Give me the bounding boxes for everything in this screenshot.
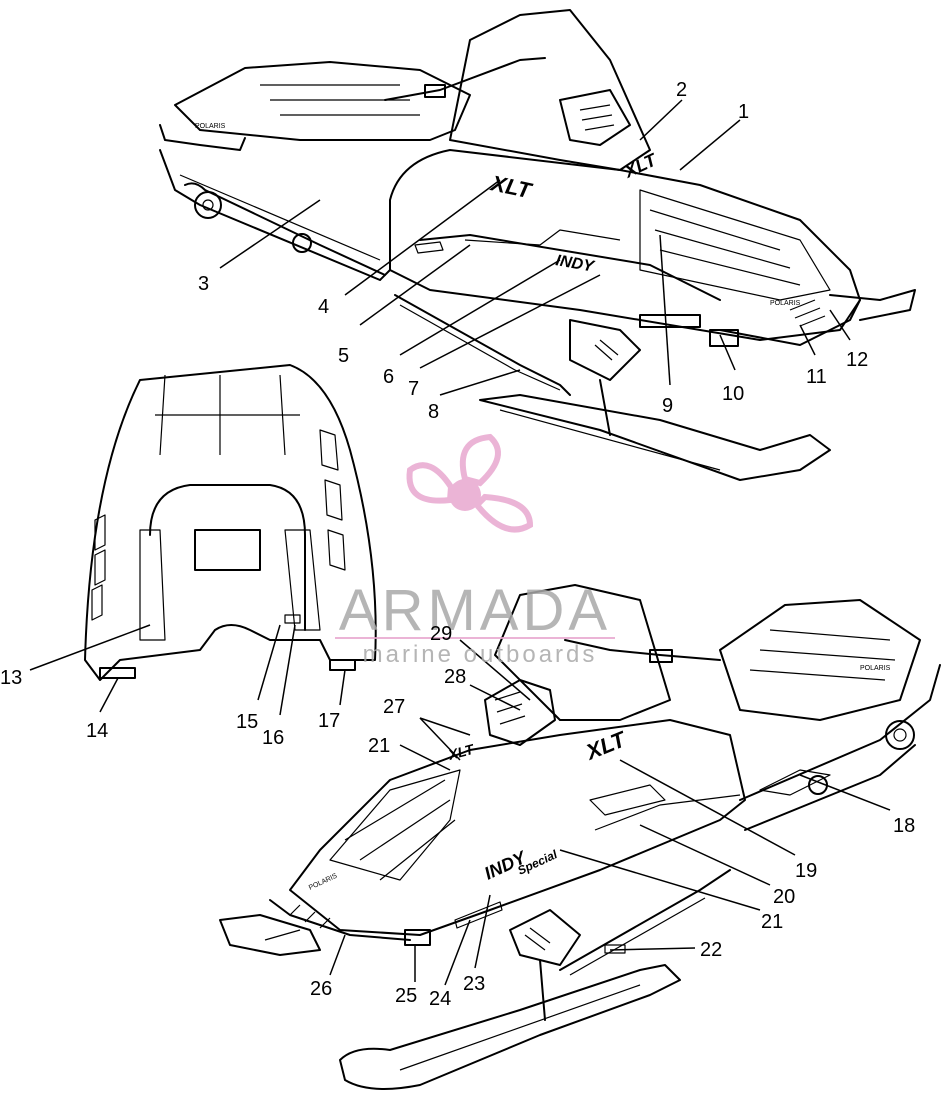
callout-21-side: 21 (761, 911, 783, 933)
callout-22: 22 (700, 939, 722, 961)
callout-9: 9 (662, 395, 673, 417)
callout-11: 11 (806, 366, 827, 388)
callout-29: 29 (430, 623, 452, 645)
callout-23: 23 (463, 973, 485, 995)
hood-underside (84, 364, 377, 681)
callout-20: 20 (773, 886, 795, 908)
watermark-brand: ARMADA (339, 578, 611, 643)
callout-17: 17 (318, 710, 340, 732)
propeller-logo (406, 433, 534, 533)
callout-16: 16 (262, 727, 284, 749)
callout-8: 8 (428, 401, 439, 423)
callout-27: 27 (383, 696, 405, 718)
callout-21-hood: 21 (368, 735, 390, 757)
callout-13: 13 (0, 667, 22, 689)
decal-polaris-top-seat: POLARIS (195, 123, 226, 130)
decal-polaris-bottom-nose: POLARIS (308, 873, 339, 892)
callout-6: 6 (383, 366, 394, 388)
watermark-tagline: marine outboards (363, 641, 598, 668)
snowmobile-top: POLARIS XLT XLT INDY POLARIS (159, 9, 916, 481)
callout-4: 4 (318, 296, 329, 318)
callout-12: 12 (846, 349, 868, 371)
callout-10: 10 (722, 383, 744, 405)
decal-indy-top: INDY (554, 252, 596, 276)
callout-15: 15 (236, 711, 258, 733)
decal-polaris-bottom-seat: POLARIS (860, 665, 891, 672)
callout-5: 5 (338, 345, 349, 367)
callout-26: 26 (310, 978, 332, 1000)
callout-28: 28 (444, 666, 466, 688)
decal-xlt-side-top: XLT (487, 170, 535, 203)
callout-24: 24 (429, 988, 451, 1010)
callout-3: 3 (198, 273, 209, 295)
callout-25: 25 (395, 985, 417, 1007)
leader-lines (29, 99, 891, 986)
callout-19: 19 (795, 860, 817, 882)
decal-polaris-top-nose: POLARIS (770, 300, 801, 307)
decal-xlt-hood-bottom: XLT (446, 740, 477, 763)
callout-2: 2 (676, 79, 687, 101)
armada-watermark: ARMADA marine outboards (335, 433, 615, 668)
callout-7: 7 (408, 378, 419, 400)
callout-labels: 1 2 3 4 5 6 7 8 9 10 11 12 13 14 15 16 1… (0, 79, 915, 1010)
callout-14: 14 (86, 720, 108, 742)
callout-1: 1 (738, 101, 749, 123)
callout-18: 18 (893, 815, 915, 837)
